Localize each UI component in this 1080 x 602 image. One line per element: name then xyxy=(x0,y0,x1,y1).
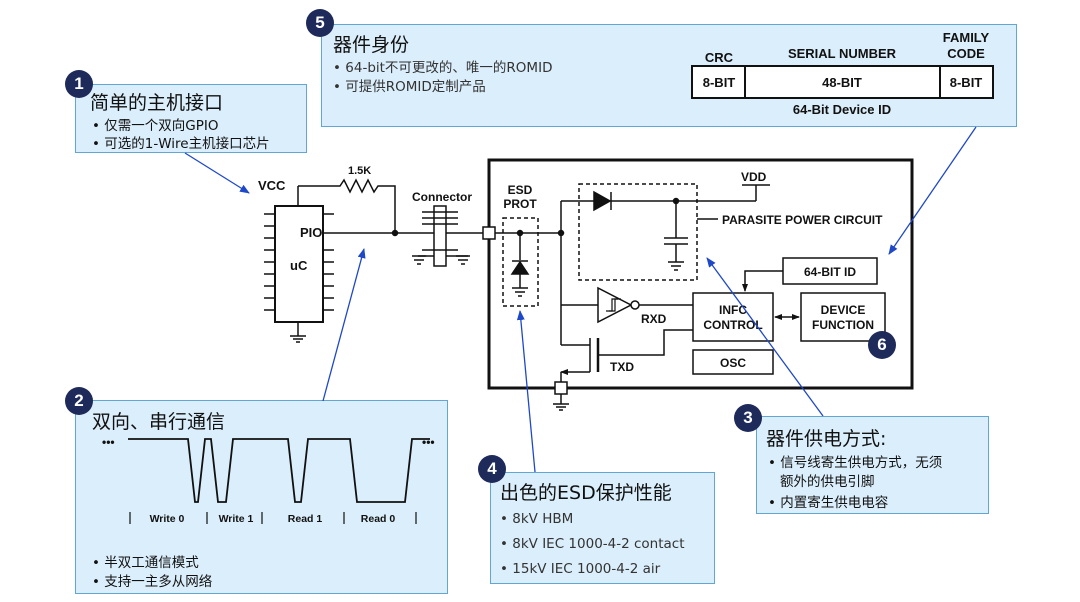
device-id-table: CRC SERIAL NUMBER FAMILY CODE 8-BIT 48-B… xyxy=(691,30,994,117)
callout2-bullet-1: • 半双工通信模式 xyxy=(92,555,199,571)
header-serial-number: SERIAL NUMBER xyxy=(788,46,897,61)
device-function-block xyxy=(800,292,886,342)
wave-label-read0: Read 0 xyxy=(361,513,396,525)
callout1-bullet-2: • 可选的1-Wire主机接口芯片 xyxy=(92,136,270,152)
connector-label: Connector xyxy=(412,190,472,204)
cell-serial: 48-BIT xyxy=(822,75,862,90)
badge-5: 5 xyxy=(306,9,334,37)
parasite-dashed-box xyxy=(578,183,698,281)
callout3-bullet-2: • 内置寄生供电电容 xyxy=(768,495,889,511)
header-family: FAMILY xyxy=(943,30,990,45)
callout3-bullet-1-cont: 额外的供电引脚 xyxy=(780,474,875,490)
cell-crc: 8-BIT xyxy=(703,75,736,90)
esd-label: ESD xyxy=(508,183,533,197)
uc-label: uC xyxy=(290,258,308,273)
callout2-bullet-2: • 支持一主多从网络 xyxy=(92,574,213,590)
callout5-title: 器件身份 xyxy=(333,34,410,56)
osc-label: OSC xyxy=(720,356,746,370)
callout2-title: 双向、串行通信 xyxy=(92,411,226,433)
esd-diode xyxy=(495,229,561,297)
gnd-symbol xyxy=(553,394,569,411)
badge-1: 1 xyxy=(65,70,93,98)
pio-label: PIO xyxy=(300,225,322,240)
infc-label: INFC xyxy=(719,303,747,317)
tx-transistor xyxy=(560,329,693,382)
io-pin xyxy=(482,226,496,240)
wave-label-write0: Write 0 xyxy=(150,513,185,525)
callout3-title: 器件供电方式: xyxy=(766,428,887,450)
function-label: FUNCTION xyxy=(812,318,874,332)
wave-label-read1: Read 1 xyxy=(288,513,323,525)
id64-arrow xyxy=(742,270,783,292)
resistor-label: 1.5K xyxy=(348,165,371,177)
callout-bidirectional-serial xyxy=(75,400,448,594)
table-caption: 64-Bit Device ID xyxy=(793,102,891,117)
pullup-resistor xyxy=(298,178,426,237)
connector-symbol xyxy=(412,205,484,267)
device-label: DEVICE xyxy=(821,303,866,317)
waveform xyxy=(128,438,430,524)
osc-block xyxy=(692,349,774,375)
waveform-ellipsis-left: ••• xyxy=(102,435,115,449)
callout3-bullet-1: • 信号线寄生供电方式，无须 xyxy=(768,455,943,471)
badge-3: 3 xyxy=(734,404,762,432)
wave-label-write1: Write 1 xyxy=(219,513,254,525)
rxd-label: RXD xyxy=(641,312,667,326)
callout5-bullet-1: • 64-bit不可更改的、唯一的ROMID xyxy=(333,60,553,76)
callout1-title: 简单的主机接口 xyxy=(90,92,224,114)
callout1-bullet-1: • 仅需一个双向GPIO xyxy=(92,118,219,134)
callout-host-interface xyxy=(75,84,307,153)
callout-power-method xyxy=(756,416,989,514)
badge-4: 4 xyxy=(478,455,506,483)
cell-family: 8-BIT xyxy=(950,75,983,90)
callout4-bullet-2: • 8kV IEC 1000-4-2 contact xyxy=(500,536,685,552)
infc-control-block xyxy=(692,292,774,342)
txd-label: TXD xyxy=(610,360,634,374)
rx-buffer xyxy=(561,286,693,324)
vcc-label: VCC xyxy=(258,178,286,193)
vdd-label: VDD xyxy=(741,170,767,184)
gnd-pin xyxy=(554,381,568,395)
id64-label: 64-BIT ID xyxy=(804,265,856,279)
header-code: CODE xyxy=(947,46,985,61)
callout5-bullet-2: • 可提供ROMID定制产品 xyxy=(333,79,486,95)
device-box xyxy=(487,158,914,390)
parasite-power-circuit xyxy=(557,184,770,345)
esd-dashed-box xyxy=(502,217,539,307)
callout-arrows xyxy=(184,126,977,473)
callout4-bullet-3: • 15kV IEC 1000-4-2 air xyxy=(500,561,661,577)
badge-6: 6 xyxy=(868,331,896,359)
badge-2: 2 xyxy=(65,387,93,415)
microcontroller xyxy=(264,186,334,343)
callout4-bullet-1: • 8kV HBM xyxy=(500,511,574,527)
header-crc: CRC xyxy=(705,50,734,65)
callout4-title: 出色的ESD保护性能 xyxy=(500,482,672,504)
parasite-label: PARASITE POWER CIRCUIT xyxy=(722,213,883,227)
waveform-ellipsis-right: ••• xyxy=(422,435,435,449)
prot-label: PROT xyxy=(503,197,537,211)
callout-esd-protection xyxy=(490,472,715,584)
control-label: CONTROL xyxy=(703,318,762,332)
